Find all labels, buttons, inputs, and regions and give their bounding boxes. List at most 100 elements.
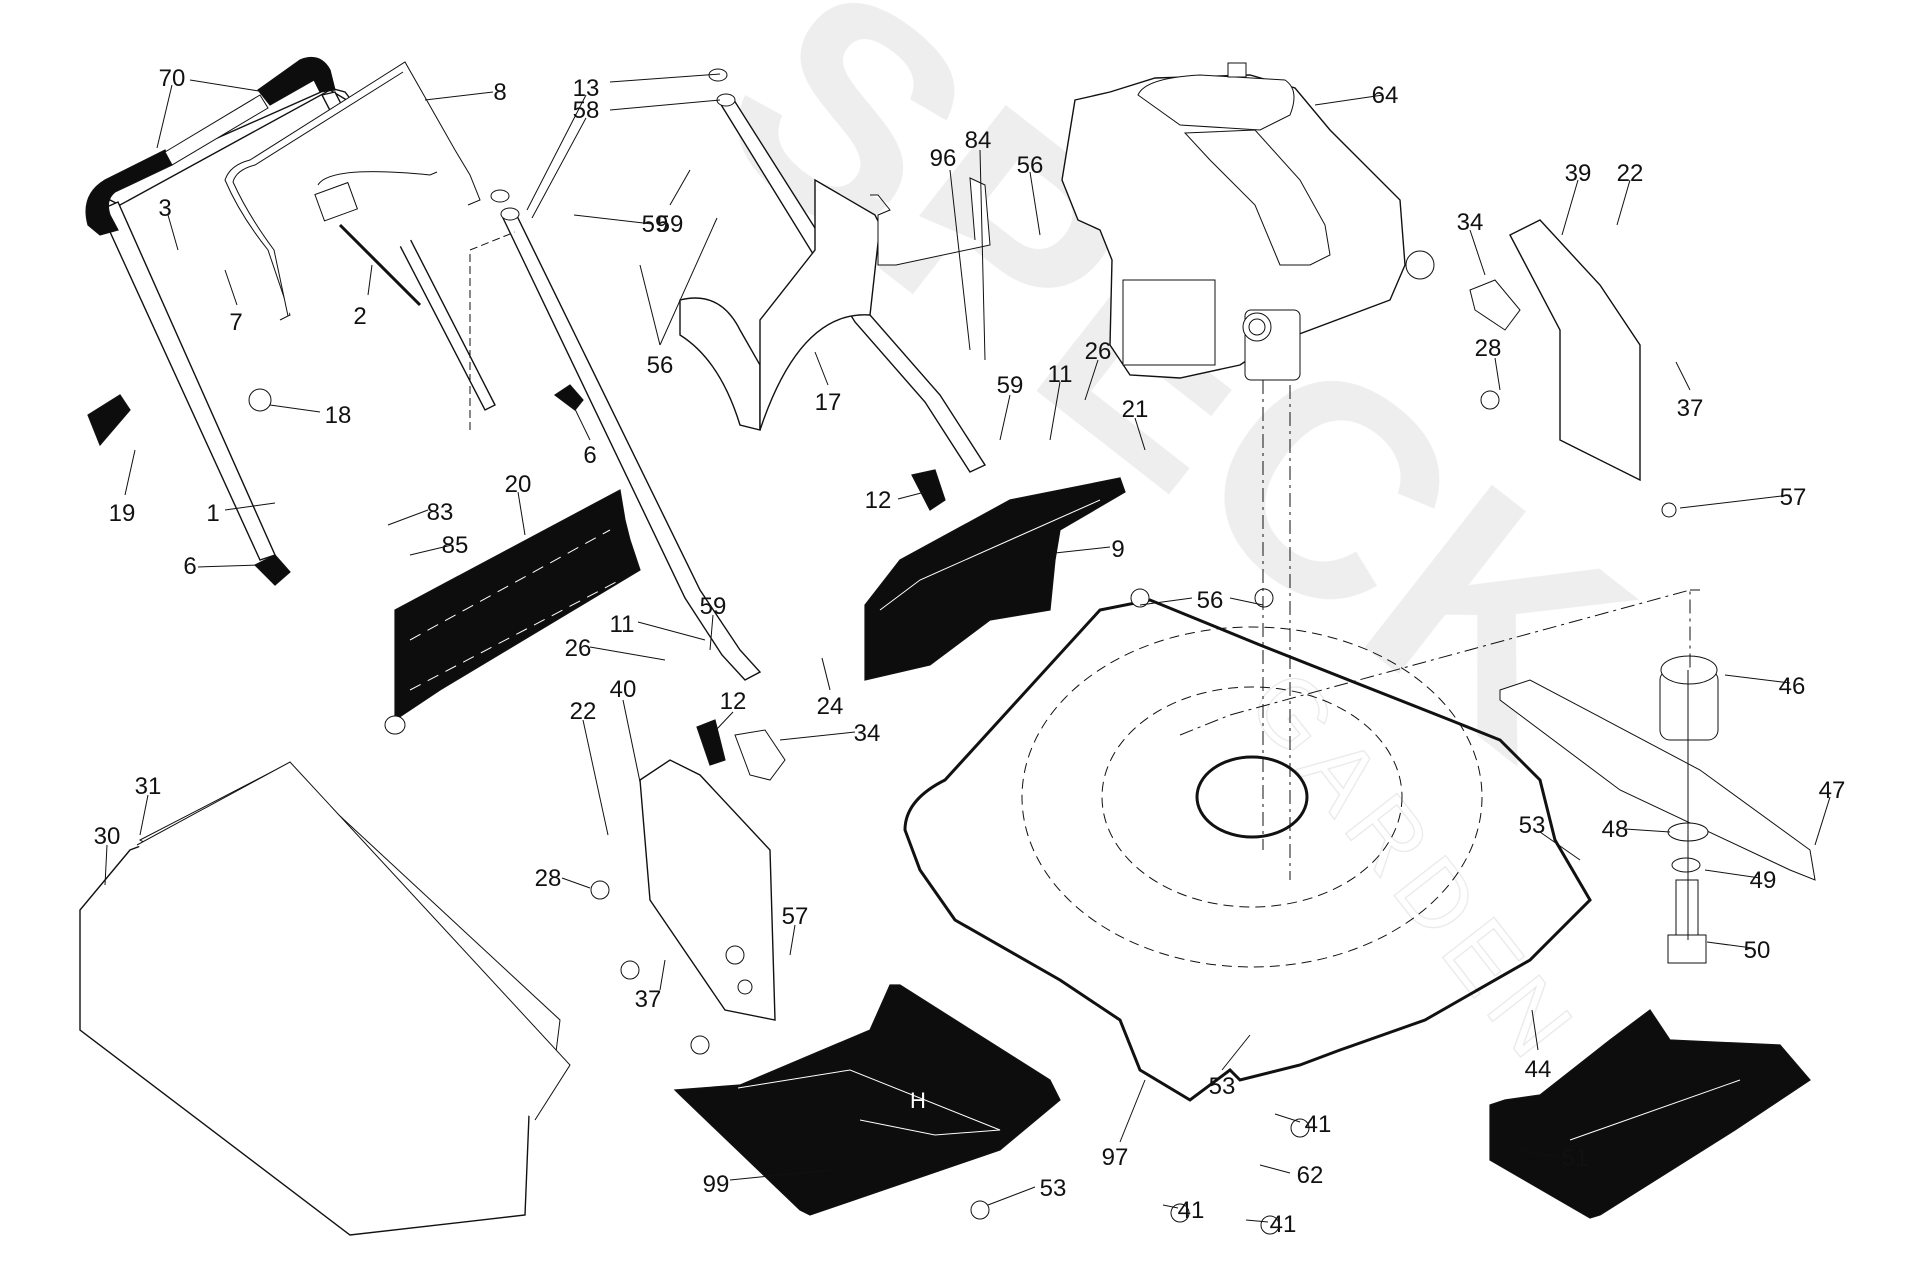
callout-44: 44 (1525, 1009, 1551, 1083)
baffle-logo: H (910, 1088, 926, 1113)
leader-line (789, 924, 796, 956)
leader-line (1054, 546, 1111, 554)
callout-number: 56 (1017, 152, 1044, 179)
callout-47: 47 (1814, 777, 1845, 846)
callout-18: 18 (269, 402, 352, 429)
bolt-head-37a (620, 960, 640, 980)
bolt-head-56a (1130, 588, 1150, 608)
bolt-head-41a (1170, 1203, 1190, 1223)
leader-line (669, 169, 691, 206)
callout-11: 11 (1048, 361, 1073, 441)
callout-number: 37 (635, 986, 662, 1013)
leader-line (779, 731, 856, 741)
rear-wheel-bracket-right (1509, 219, 1641, 482)
callout-number: 18 (325, 402, 352, 429)
leader-line (531, 117, 587, 219)
callout-99: 99 (703, 1169, 831, 1198)
bolt-head-41b (1260, 1215, 1280, 1235)
baffle: H (673, 984, 1061, 1216)
callout-number: 3 (158, 195, 171, 222)
leader-line (1029, 171, 1041, 236)
callout-number: 7 (229, 309, 242, 336)
leader-line (167, 214, 179, 251)
callout-53: 53 (987, 1175, 1067, 1206)
callout-41: 41 (1162, 1197, 1204, 1224)
leader-line (1314, 94, 1384, 106)
bolt-head-28b (590, 880, 610, 900)
callout-number: 11 (1048, 361, 1073, 388)
callout-number: 21 (1122, 396, 1149, 423)
leader-line (1724, 674, 1791, 684)
callout-number: 53 (1040, 1175, 1067, 1202)
leader-line (729, 1169, 831, 1181)
callout-number: 22 (1617, 160, 1644, 187)
callout-number: 28 (1475, 335, 1502, 362)
callout-39: 39 (1561, 160, 1591, 236)
callout-19: 19 (109, 449, 136, 527)
bolt-head-37b (690, 1035, 710, 1055)
chute-deflector (679, 177, 991, 431)
callout-number: 24 (817, 693, 844, 720)
callout-37: 37 (1675, 361, 1704, 422)
leader-line (1679, 494, 1791, 509)
callout-number: 12 (720, 688, 747, 715)
callout-number: 51 (1562, 1145, 1589, 1172)
callout-number: 8 (493, 79, 506, 106)
callout-56: 56 (1017, 152, 1044, 236)
callout-6: 6 (572, 404, 597, 469)
mulch-plug (1489, 1009, 1811, 1219)
callout-number: 48 (1602, 816, 1629, 843)
callout-22: 22 (570, 698, 609, 836)
nut-57a (1661, 502, 1677, 518)
nut-57b (737, 979, 753, 995)
callout-83: 83 (387, 499, 454, 526)
leader-line (659, 959, 666, 991)
leader-line (987, 1186, 1036, 1206)
leader-line (409, 544, 453, 556)
callout-number: 37 (1677, 395, 1704, 422)
callout-28: 28 (1475, 335, 1502, 391)
callout-number: 56 (647, 352, 674, 379)
leader-line (1245, 1219, 1269, 1223)
callout-62: 62 (1259, 1162, 1323, 1189)
callout-number: 28 (535, 865, 562, 892)
callout-number: 26 (1085, 338, 1112, 365)
callout-56: 56 (639, 217, 718, 379)
callout-number: 31 (135, 773, 162, 800)
leader-line (1139, 597, 1193, 606)
callout-41: 41 (1274, 1111, 1331, 1138)
leader-line (189, 79, 266, 93)
callout-number: 59 (700, 593, 727, 620)
callout-number: 26 (565, 635, 592, 662)
leader-line (609, 99, 721, 111)
leader-line (1259, 1164, 1291, 1174)
leader-line (104, 844, 108, 886)
callout-number: 9 (1111, 536, 1124, 563)
leader-line (573, 214, 653, 225)
callout-59: 59 (573, 211, 668, 238)
callout-84: 84 (965, 127, 991, 361)
leader-line (814, 351, 829, 386)
callout-3: 3 (158, 195, 179, 251)
callout-number: 41 (1270, 1211, 1297, 1238)
callout-number: 83 (427, 499, 454, 526)
rear-wheel-bracket-left (639, 759, 776, 1021)
leader-line (639, 264, 661, 346)
callout-24: 24 (817, 657, 844, 720)
nut-18 (248, 388, 272, 412)
callout-number: 6 (183, 553, 196, 580)
assembly-lines (469, 231, 1700, 880)
callout-53: 53 (1519, 812, 1581, 861)
rear-discharge-cover (864, 477, 1126, 681)
leader-line (387, 509, 429, 526)
callout-6: 6 (183, 553, 261, 580)
leader-line (561, 877, 591, 889)
callout-number: 97 (1102, 1144, 1129, 1171)
callout-number: 57 (1780, 484, 1807, 511)
callout-26: 26 (565, 635, 666, 662)
leader-line (517, 491, 526, 536)
bolt-head-53 (970, 1200, 990, 1220)
control-cable (314, 171, 438, 307)
callout-17: 17 (814, 351, 841, 416)
